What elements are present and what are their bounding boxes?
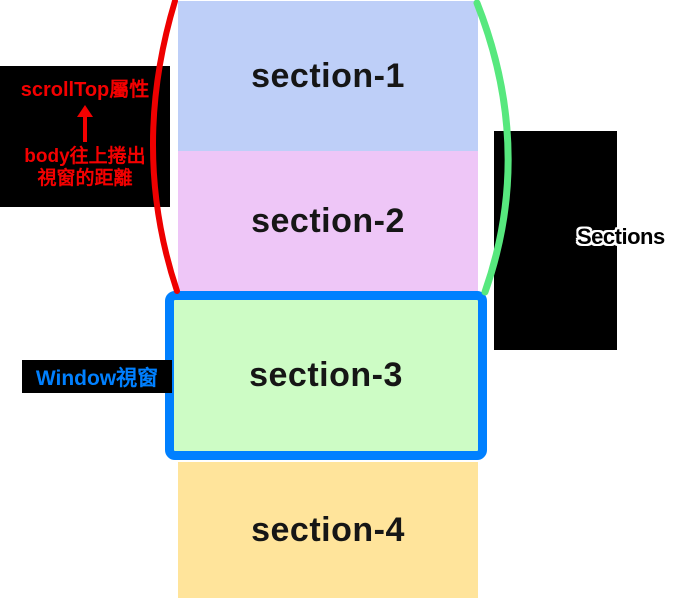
section-2-label: section-2	[251, 202, 405, 240]
up-arrow-icon	[77, 105, 93, 143]
window-viewport-frame: section-3	[165, 291, 487, 460]
up-arrow-head	[77, 105, 93, 117]
section-2-block: section-2	[178, 151, 478, 292]
scrolltop-desc-line2: 視窗的距離	[37, 168, 133, 190]
scrolltop-annotation-box: scrollTop屬性 body往上捲出 視窗的距離	[0, 66, 170, 207]
section-4-label: section-4	[251, 510, 405, 549]
scrolltop-desc-line1: body往上捲出	[24, 146, 146, 167]
window-label-box: Window視窗	[22, 360, 172, 393]
right-annotation-box	[494, 131, 617, 350]
scrolltop-title: scrollTop屬性	[20, 79, 150, 101]
up-arrow-shaft	[83, 115, 87, 142]
section-4-block: section-4	[178, 462, 478, 598]
section-1-label: section-1	[251, 56, 405, 95]
section-1-block: section-1	[178, 1, 478, 151]
right-annotation-label: Sections	[577, 224, 665, 249]
section-3-label: section-3	[249, 356, 403, 394]
window-label: Window視窗	[35, 366, 159, 390]
